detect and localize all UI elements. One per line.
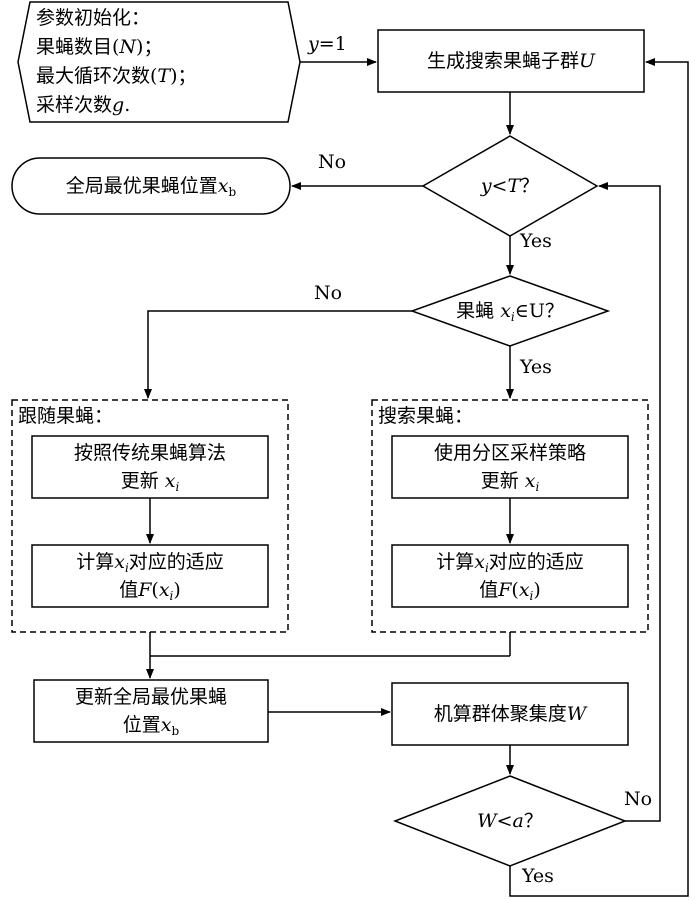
label-yes-t: Yes xyxy=(520,230,552,252)
label-yes-w: Yes xyxy=(522,865,554,887)
edge-cond-w-yes xyxy=(509,58,689,897)
label-no-t: No xyxy=(318,151,347,173)
init-box xyxy=(17,1,301,123)
label-no-w: No xyxy=(624,788,653,810)
follow-step1-line1: 按照传统果蝇算法 xyxy=(73,442,226,464)
follow-step2-box xyxy=(31,544,269,608)
update-global-line1: 更新全局最优果蝇 xyxy=(74,686,227,708)
cond-t-label: y<T？ xyxy=(480,175,540,197)
aggregation-label: 机算群体聚集度W xyxy=(433,703,587,725)
end-terminal xyxy=(11,157,291,215)
edge-cond-u-no xyxy=(144,310,412,399)
follow-step2-line1: 计算xi对应的适应 xyxy=(76,551,224,575)
init-line-max-iterations: 最大循环次数(T)； xyxy=(36,65,197,87)
follow-step1-line2: 更新 xi xyxy=(120,470,180,494)
search-title: 搜索果蝇： xyxy=(378,405,474,427)
edge-label-y1: y=1 xyxy=(308,33,347,55)
search-step2-box xyxy=(391,544,629,608)
follow-step2-line2: 值F(xi) xyxy=(119,579,181,603)
init-title: 参数初始化： xyxy=(36,7,151,29)
follow-title: 跟随果蝇： xyxy=(18,405,114,427)
update-global-line2: 位置xb xyxy=(122,714,180,738)
label-no-u: No xyxy=(314,282,343,304)
cond-w-label: W<a？ xyxy=(477,810,543,832)
init-line-population: 果蝇数目(N)； xyxy=(36,36,163,58)
init-line-sampling: 采样次数g. xyxy=(36,94,131,116)
search-step1-line2: 更新 xi xyxy=(480,470,540,494)
end-label: 全局最优果蝇位置xb xyxy=(65,175,237,199)
edge-cond-w-no xyxy=(598,182,661,822)
generate-label: 生成搜索果蝇子群U xyxy=(426,50,596,72)
label-yes-u: Yes xyxy=(520,356,552,378)
search-step1-line1: 使用分区采样策略 xyxy=(433,442,586,464)
search-step2-line2: 值F(xi) xyxy=(479,579,541,603)
update-global-box xyxy=(33,679,269,743)
search-step2-line1: 计算xi对应的适应 xyxy=(436,551,584,575)
generate-box xyxy=(377,29,645,93)
cond-u-label: 果蝇 xi∈U？ xyxy=(456,300,564,324)
